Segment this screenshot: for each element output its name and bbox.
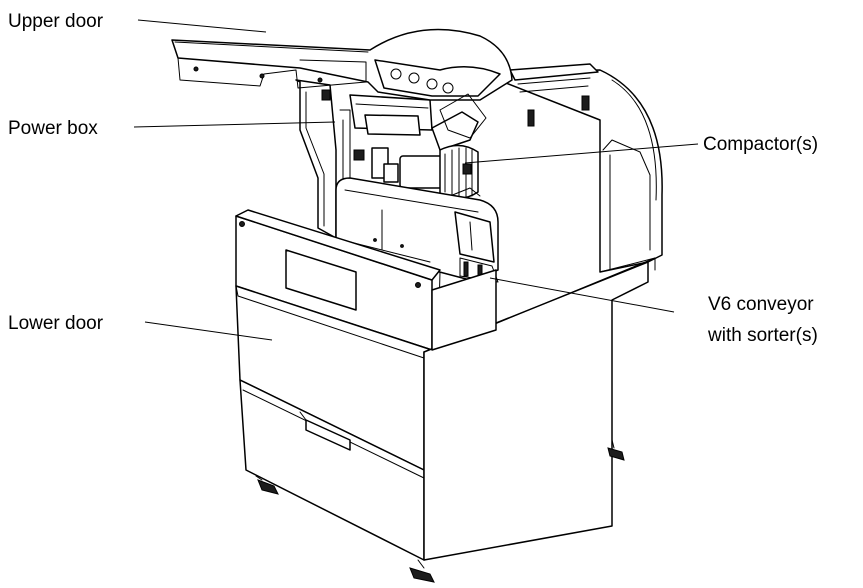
compactors-leader	[464, 143, 699, 164]
lower-door	[235, 209, 441, 351]
conveyor-leader	[489, 277, 675, 313]
lower-cabinet	[235, 257, 656, 583]
conveyor-label-line2: with sorter(s)	[707, 325, 818, 346]
upper-door-label: Upper door	[8, 11, 104, 32]
power-box-leader	[133, 121, 336, 128]
conveyor-label-line1: V6 conveyor	[708, 294, 814, 315]
lower-door-label: Lower door	[8, 313, 104, 334]
v6-conveyor	[335, 177, 499, 283]
compactors-label: Compactor(s)	[703, 134, 818, 155]
upper-door-leader	[137, 19, 267, 33]
lower-door-leader	[144, 321, 273, 341]
compactors	[399, 111, 481, 201]
power-box	[339, 94, 433, 246]
power-box-label: Power box	[8, 118, 98, 139]
upper-door	[171, 28, 513, 139]
upper-housing-left-panel	[295, 79, 337, 239]
machine-illustration	[171, 28, 663, 583]
